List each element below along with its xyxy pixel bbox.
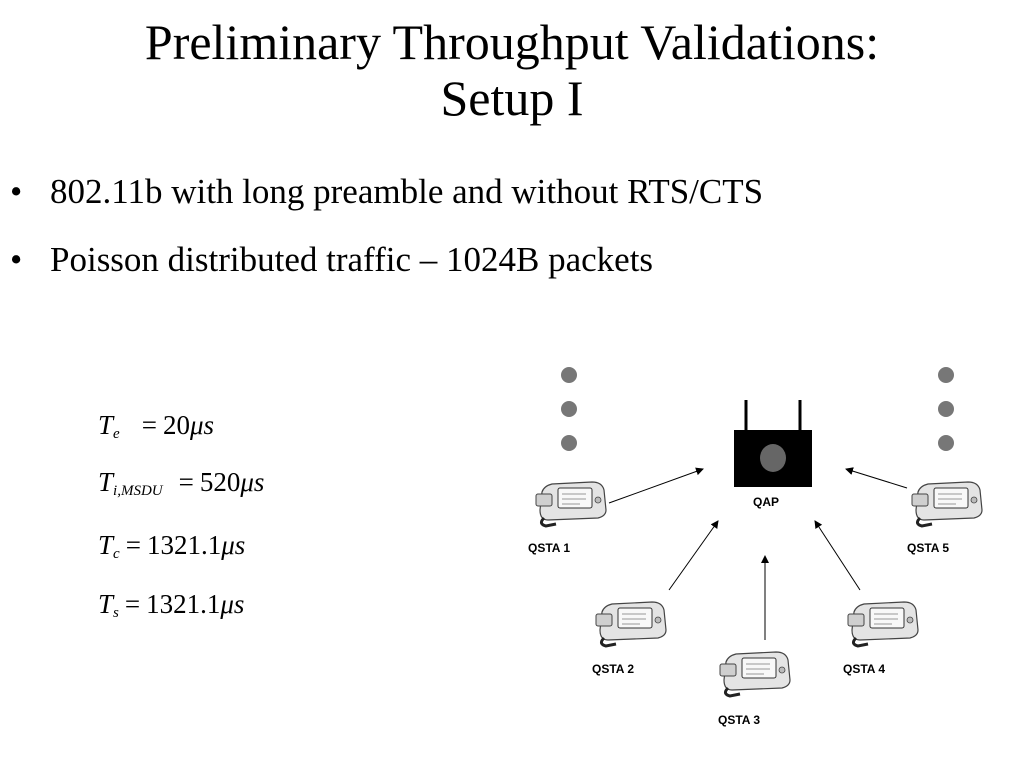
ellipsis-dot: [938, 401, 954, 417]
station-label-qsta3: QSTA 3: [718, 713, 761, 727]
station-device-icon: [534, 480, 608, 528]
station-device-icon: [594, 600, 668, 648]
station-label-qsta5: QSTA 5: [907, 541, 950, 555]
station-label-qsta1: QSTA 1: [528, 541, 571, 555]
link-arrow-qsta5: [845, 467, 908, 489]
station-device-icon: [718, 650, 792, 698]
equation-te: Te =20μs: [98, 410, 214, 449]
eq-operator: =: [125, 530, 141, 560]
eq-operator: =: [178, 467, 194, 497]
bullet-item: • Poisson distributed traffic – 1024B pa…: [10, 240, 1010, 308]
station-device-icon: [846, 600, 920, 648]
eq-symbol: T: [98, 530, 114, 560]
title-line-1: Preliminary Throughput Validations:: [144, 14, 880, 70]
bullet-text: 802.11b with long preamble and without R…: [50, 172, 764, 211]
eq-symbol: T: [98, 410, 114, 440]
qap-label: QAP: [753, 495, 780, 509]
equation-tc: Tc =1321.1μs: [98, 530, 245, 569]
bullet-text: Poisson distributed traffic – 1024B pack…: [50, 240, 654, 279]
eq-value: 1321.1: [146, 589, 221, 619]
eq-unit: μs: [189, 410, 214, 440]
bullet-item: • 802.11b with long preamble and without…: [10, 172, 1010, 240]
link-arrow-qsta1: [608, 467, 704, 504]
ellipsis-dot: [561, 435, 577, 451]
bullet-dot: •: [10, 240, 23, 279]
title-line-2: Setup I: [440, 70, 584, 126]
eq-operator: =: [124, 589, 141, 619]
eq-operator: =: [141, 410, 157, 440]
ellipsis-dot: [561, 401, 577, 417]
ellipsis-dot: [561, 367, 577, 383]
eq-symbol: T: [98, 589, 114, 619]
eq-value: 1321.1: [146, 530, 222, 560]
station-label-qsta2: QSTA 2: [592, 662, 635, 676]
eq-symbol: T: [98, 467, 114, 497]
equation-ts: Ts =1321.1μs: [98, 589, 244, 628]
eq-subscript: c: [113, 546, 120, 562]
eq-subscript: e: [113, 426, 120, 442]
link-arrow-qsta2: [668, 520, 719, 591]
eq-value: 520: [199, 467, 241, 497]
eq-unit: μs: [240, 467, 265, 497]
bullet-list: • 802.11b with long preamble and without…: [10, 172, 1010, 308]
eq-subscript: i,MSDU: [113, 483, 163, 499]
eq-value: 20: [162, 410, 190, 440]
eq-unit: μs: [221, 530, 246, 560]
eq-subscript: s: [113, 605, 119, 621]
bullet-dot: •: [10, 172, 23, 211]
eq-unit: μs: [220, 589, 245, 619]
slide-title: Preliminary Throughput Validations: Setu…: [0, 14, 1024, 126]
station-device-icon: [910, 480, 984, 528]
link-arrow-qsta4: [814, 520, 861, 591]
station-label-qsta4: QSTA 4: [843, 662, 886, 676]
ellipsis-dot: [938, 435, 954, 451]
equation-tmsdu: Ti,MSDU =520μs: [98, 467, 264, 506]
ellipsis-dot: [938, 367, 954, 383]
access-point-icon: [734, 400, 812, 487]
